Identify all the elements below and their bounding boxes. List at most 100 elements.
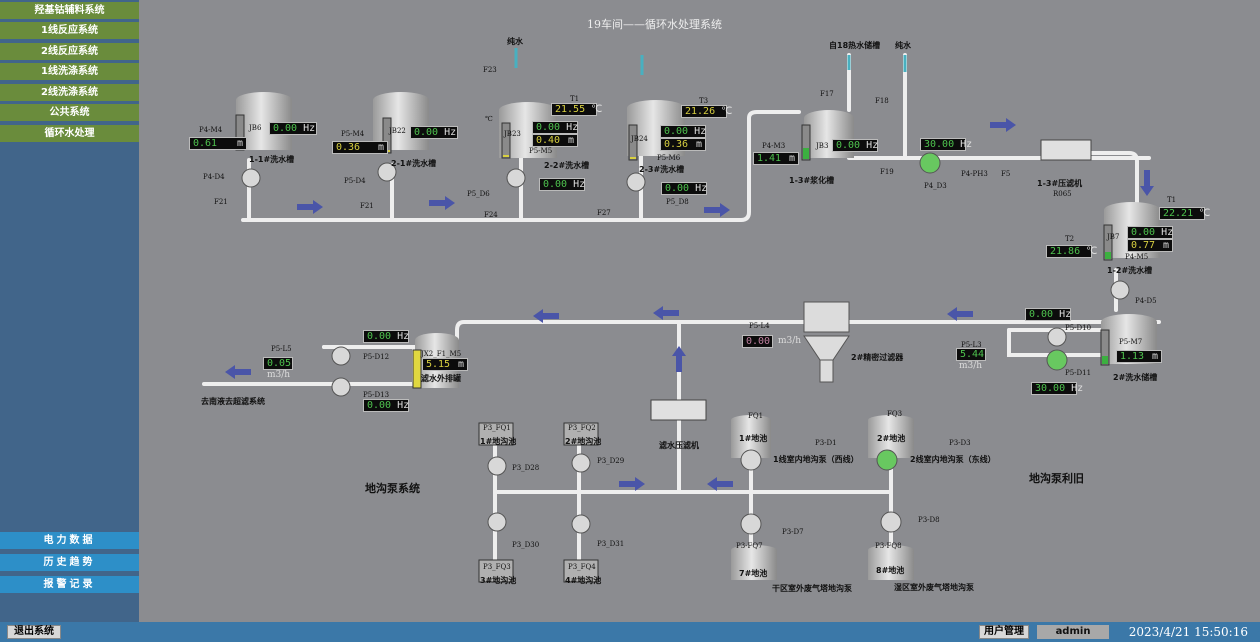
pump-p3-d8[interactable]: P3-D8 <box>918 516 940 524</box>
pump-p3-d28[interactable]: P3_D28 <box>512 464 540 472</box>
pump-p4-d3[interactable]: P4_D3 <box>924 182 947 190</box>
temp-display-t2: 21.86℃ <box>1046 245 1097 258</box>
tag-p4-m5: P4-M5 <box>1125 253 1149 261</box>
agitator-jb7: JB7 <box>1107 233 1120 241</box>
pit-tag-fq8: P3-FQ8 <box>875 542 902 550</box>
tag-t3: T3 <box>699 97 709 105</box>
tank-2-storage-name: 2#洗水储槽 <box>1113 373 1158 382</box>
tag-t2: T2 <box>1065 235 1075 243</box>
tag-t1-b: T1 <box>1167 196 1177 204</box>
nav-public-system[interactable]: 公共系统 <box>0 104 139 121</box>
valve-f23[interactable]: F23 <box>483 66 497 74</box>
unit-p5-l3: m3/h <box>959 361 983 371</box>
nav-alarm-log[interactable]: 报警记录 <box>0 576 139 593</box>
pit-tag-fq4: P3_FQ4 <box>568 563 596 571</box>
source-hot-water: 自18热水储槽 <box>829 41 881 50</box>
pump-p3-d8-desc: 湿区室外废气塔地沟泵 <box>894 583 974 592</box>
pit-name-4: 4#地沟池 <box>565 576 602 585</box>
tag-p4-m3: P4-M3 <box>762 142 786 150</box>
valve-f18[interactable]: F18 <box>875 97 889 105</box>
flow-display-p5-l5: 0.05 <box>263 357 293 370</box>
pump-p5-d8[interactable]: P5_D8 <box>666 198 689 206</box>
celsius-label: ℃ <box>485 115 493 123</box>
tank-1-2-name: 1-2#洗水槽 <box>1107 266 1153 275</box>
pump-p5-d4[interactable]: P5-D4 <box>344 177 366 185</box>
pump-p3-d30[interactable]: P3_D30 <box>512 541 540 549</box>
nav-power-data[interactable]: 电力数据 <box>0 532 139 549</box>
nav-line2-reaction[interactable]: 2线反应系统 <box>0 43 139 60</box>
press-1-3-code: R065 <box>1053 190 1072 198</box>
user-management-button[interactable]: 用户管理 <box>979 625 1029 639</box>
nav-line1-reaction[interactable]: 1线反应系统 <box>0 22 139 39</box>
agitator-jb6: JB6 <box>249 124 262 132</box>
filter-name: 2#精密过滤器 <box>851 353 904 362</box>
flow-display-p5-l4: 0.00 <box>742 335 773 348</box>
nav-hydroxy-cobalt[interactable]: 羟基钴辅料系统 <box>0 2 139 19</box>
exit-button[interactable]: 退出系统 <box>7 625 61 639</box>
pump-p3-d3[interactable]: P3-D3 <box>949 439 971 447</box>
section-floor-pump-reuse: 地沟泵利旧 <box>1029 472 1084 485</box>
valve-f5[interactable]: F5 <box>1001 170 1011 178</box>
pump-p4-d5[interactable]: P4-D5 <box>1135 297 1157 305</box>
pump-p5-d6[interactable]: P5_D6 <box>467 190 490 198</box>
tank-1-1-name: 1-1#洗水槽 <box>249 155 295 164</box>
pit-name-1-large: 1#地池 <box>739 434 768 443</box>
nav-line2-washing[interactable]: 2线洗涤系统 <box>0 84 139 101</box>
pit-name-3: 3#地沟池 <box>480 576 517 585</box>
pump-p5-d11[interactable]: P5-D11 <box>1065 369 1092 377</box>
pit-name-1: 1#地沟池 <box>480 437 517 446</box>
tag-t1-a: T1 <box>570 95 580 103</box>
pump-p5-d10[interactable]: P5-D10 <box>1065 324 1092 332</box>
pump-p4-d4[interactable]: P4-D4 <box>203 173 225 181</box>
tag-p5-m5: P5-M5 <box>529 147 553 155</box>
pump-p3-d1[interactable]: P3-D1 <box>815 439 837 447</box>
pit-name-2-large: 2#地池 <box>877 434 906 443</box>
pit-name-2: 2#地沟池 <box>565 437 602 446</box>
pump-p3-d7-desc: 干区室外废气塔地沟泵 <box>772 584 852 593</box>
nav-circulating-water[interactable]: 循环水处理 <box>0 125 139 142</box>
agitator-jb24: JB24 <box>631 135 648 143</box>
pump-p5-d12[interactable]: P5-D12 <box>363 353 390 361</box>
valve-f17[interactable]: F17 <box>820 90 834 98</box>
temp-display-t1-b: 22.21℃ <box>1159 207 1210 220</box>
valve-f19[interactable]: F19 <box>880 168 894 176</box>
section-floor-pump-system: 地沟泵系统 <box>365 482 420 495</box>
pump-p3-d29[interactable]: P3_D29 <box>597 457 625 465</box>
pump-p3-d7[interactable]: P3-D7 <box>782 528 804 536</box>
valve-f24[interactable]: F24 <box>484 211 498 219</box>
pump-p3-d31[interactable]: P3_D31 <box>597 540 625 548</box>
nav-line1-washing[interactable]: 1线洗涤系统 <box>0 63 139 80</box>
pit-tag-fq7: P3-FQ7 <box>736 542 763 550</box>
page-title: 19车间——循环水处理系统 <box>587 18 722 31</box>
pit-tag-fq3: P3_FQ3 <box>483 563 511 571</box>
flow-display-p5-l3: 5.44 <box>956 348 986 361</box>
pit-name-8: 8#地池 <box>876 566 905 575</box>
valve-f21-a[interactable]: F21 <box>214 198 228 206</box>
agitator-jb22: JB22 <box>389 127 406 135</box>
agitator-jb23: JB23 <box>504 130 521 138</box>
pump-p5-d13[interactable]: P5-D13 <box>363 391 390 399</box>
temp-display-t1-a: 21.55℃ <box>551 103 602 116</box>
tank-2-1-name: 2-1#洗水槽 <box>391 159 437 168</box>
unit-p5-l5: m3/h <box>267 370 291 380</box>
sidebar: 羟基钴辅料系统 1线反应系统 2线反应系统 1线洗涤系统 2线洗涤系统 公共系统… <box>0 0 139 622</box>
nav-history-trend[interactable]: 历史趋势 <box>0 554 139 571</box>
pump-p3-d1-desc: 1线室内地沟泵（西线） <box>773 455 859 464</box>
valve-f27[interactable]: F27 <box>597 209 611 217</box>
press-1-3-name: 1-3#压滤机 <box>1037 179 1083 188</box>
valve-f21-b[interactable]: F21 <box>360 202 374 210</box>
